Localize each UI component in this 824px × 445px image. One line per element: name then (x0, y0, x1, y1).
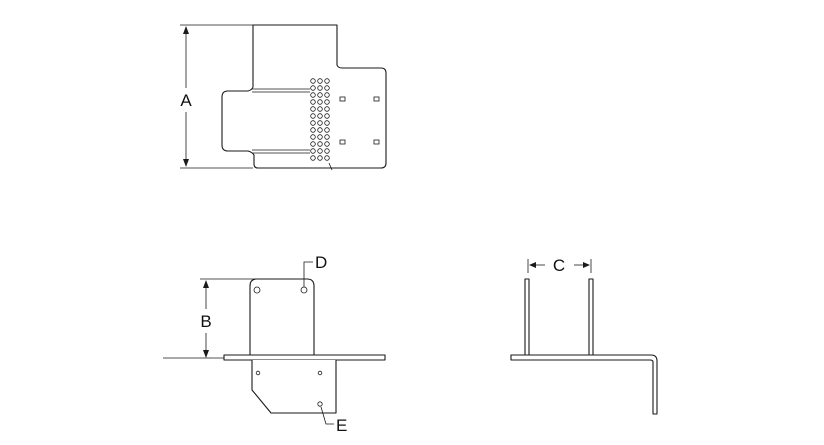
nail-hole (317, 113, 323, 119)
nail-hole (317, 134, 323, 140)
nail-hole (324, 85, 330, 91)
dimension-b: B (196, 278, 260, 358)
base-flange (223, 354, 386, 361)
nail-hole (310, 106, 316, 112)
leader-d: D (303, 253, 327, 287)
label-e: E (336, 416, 347, 435)
nail-hole (317, 106, 323, 112)
hole-d (300, 286, 308, 294)
hole (253, 286, 261, 294)
nail-hole (310, 127, 316, 133)
nail-hole (310, 155, 316, 161)
label-b: B (200, 312, 211, 331)
nail-hole (310, 99, 316, 105)
nail-hole (310, 113, 316, 119)
nail-hole (324, 120, 330, 126)
nail-hole (324, 92, 330, 98)
label-d: D (315, 253, 327, 272)
nail-hole (310, 148, 316, 154)
nail-hole (317, 78, 323, 84)
leader-e: E (320, 406, 347, 435)
nail-hole (317, 120, 323, 126)
label-a: A (180, 91, 192, 110)
nail-hole (317, 148, 323, 154)
nail-hole (317, 141, 323, 147)
hole (317, 370, 323, 376)
slot (373, 139, 380, 145)
base-with-bent-leg (510, 354, 658, 415)
nail-hole (324, 148, 330, 154)
nail-hole (324, 127, 330, 133)
nail-hole (310, 120, 316, 126)
label-c: C (553, 256, 565, 275)
nail-hole-grid (310, 78, 330, 161)
nail-hole (324, 106, 330, 112)
dimension-c: C (527, 256, 592, 275)
dimension-a: A (176, 24, 253, 169)
nail-hole (324, 78, 330, 84)
nail-hole (317, 92, 323, 98)
hole-e (317, 401, 323, 407)
nail-hole (324, 141, 330, 147)
nail-hole (310, 85, 316, 91)
top-view: A (176, 24, 387, 171)
top-plate-outline (221, 24, 387, 169)
hole (255, 370, 261, 376)
nail-hole (317, 99, 323, 105)
slot (339, 139, 346, 145)
lower-plate (251, 360, 337, 414)
slot (339, 96, 346, 102)
upper-plate (249, 278, 315, 356)
side-view: C (510, 256, 658, 415)
nail-hole (324, 113, 330, 119)
slot (373, 96, 380, 102)
nail-hole (317, 155, 323, 161)
right-flange (588, 278, 594, 358)
nail-hole (324, 99, 330, 105)
front-view: B D E (163, 253, 386, 435)
left-flange (524, 278, 530, 358)
nail-hole (310, 78, 316, 84)
nail-hole (310, 141, 316, 147)
nail-hole (310, 92, 316, 98)
nail-hole (317, 85, 323, 91)
nail-hole (324, 134, 330, 140)
nail-hole (324, 155, 330, 161)
nail-hole (317, 127, 323, 133)
nail-hole (310, 134, 316, 140)
